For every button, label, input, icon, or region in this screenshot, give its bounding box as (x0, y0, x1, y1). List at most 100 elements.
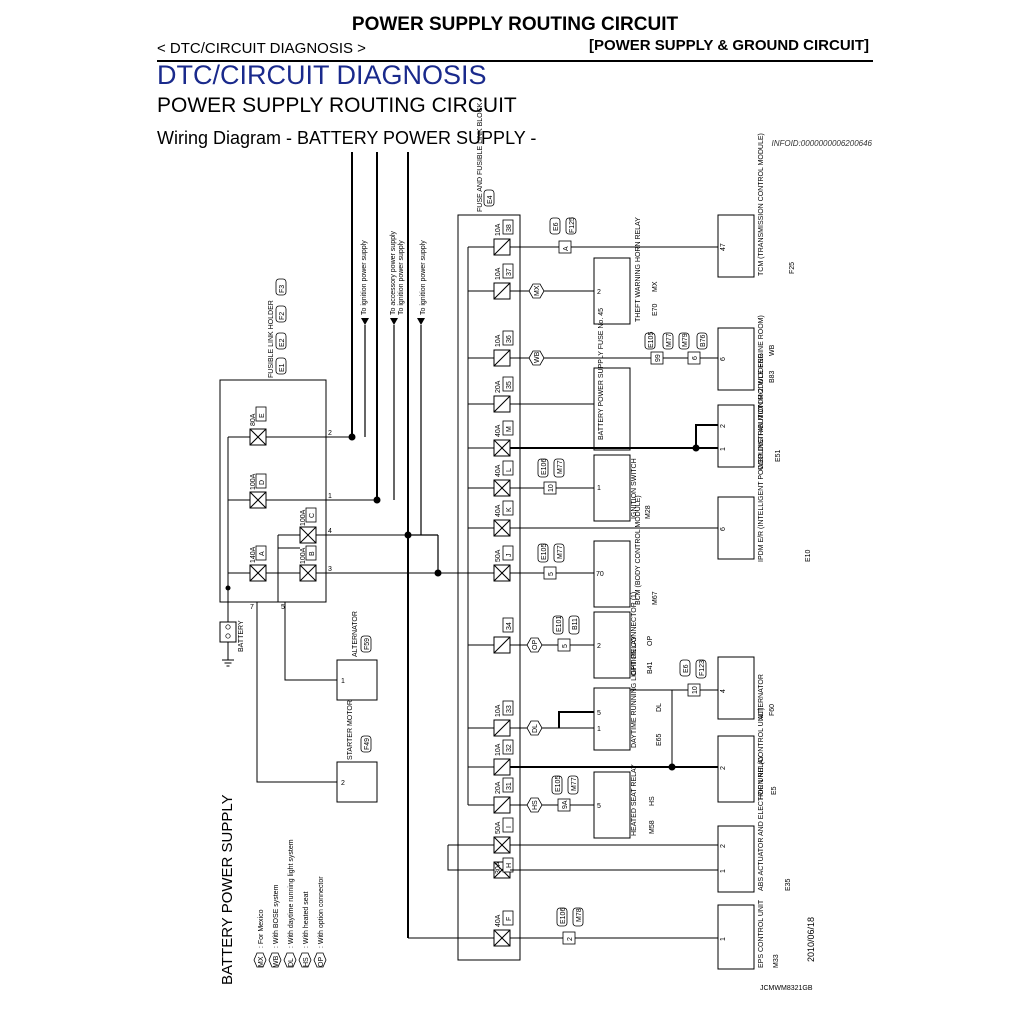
inline-pin: 2 (567, 937, 574, 941)
alternator-connector: F59 (364, 638, 371, 650)
fuse-id: I (506, 826, 513, 828)
arrow-heads (361, 318, 425, 325)
top-title: POWER SUPPLY ROUTING CIRCUIT (351, 14, 679, 35)
inline-conn: E105 (555, 776, 562, 792)
legend-text: : With option connector (318, 876, 325, 948)
right-components (717, 214, 755, 970)
connector-f2: F2 (279, 312, 286, 320)
fuse-id: F (506, 917, 513, 921)
supply-label: To ignition power supply (398, 240, 405, 315)
pin: 5 (281, 604, 285, 611)
output-wires (510, 246, 718, 939)
alt-right-label: ALTERNATOR (758, 674, 765, 720)
fuse-id: 31 (506, 782, 513, 790)
fuse-id: H (506, 863, 513, 868)
fuse-amp: 50A (495, 549, 502, 562)
horn-conn: E5 (771, 786, 778, 795)
tcm-label: TCM (TRANSMISSION CONTROL MODULE) (758, 133, 765, 276)
legend-text: : With heated seat (303, 892, 310, 948)
fuse-id: 33 (506, 705, 513, 713)
cooling-pin: 2 (720, 424, 727, 428)
fuse-amp: 20A (495, 781, 502, 794)
fuse-id: L (506, 468, 513, 472)
inline-pin: 6 (692, 356, 699, 360)
seat-pin: 5 (597, 803, 601, 810)
legend-code: OP (318, 957, 325, 967)
woofer-pin: 6 (720, 357, 727, 361)
drl-label: DAYTIME RUNNING LIGHT RELAY (631, 636, 638, 748)
fuse-id: 34 (506, 622, 513, 630)
connector-e1: E1 (279, 363, 286, 372)
supply-label: To accessory power supply (390, 230, 397, 315)
bcm-label: BCM (BODY CONTROL MODULE) (635, 495, 642, 605)
option-code: HS (532, 800, 539, 810)
fuse-amp: 10A (495, 743, 502, 756)
breadcrumb[interactable]: < DTC/CIRCUIT DIAGNOSIS > (157, 40, 366, 57)
inline-conn: M79 (682, 333, 689, 347)
inline-conn: B76 (700, 334, 707, 347)
drl-pin: 1 (597, 726, 601, 733)
pin: 7 (250, 604, 254, 611)
cooling-conn: E51 (775, 449, 782, 462)
seat-conn: M58 (649, 820, 656, 834)
pin: 2 (328, 430, 332, 437)
fuse-amp: 10A (495, 704, 502, 717)
fuse-id: 36 (506, 335, 513, 343)
link-id: E (259, 413, 266, 418)
alternator-left: 1 ALTERNATOR F59 (284, 602, 378, 701)
inline-pin: 99 (655, 354, 662, 362)
info-id: INFOID:0000000006200646 (771, 139, 872, 148)
eps-pin: 1 (720, 937, 727, 941)
ignition-label: IGNITION SWITCH (631, 458, 638, 519)
cooling-pin: 1 (720, 447, 727, 451)
legend-text: : For Mexico (258, 909, 265, 948)
inline-conn: E105 (541, 544, 548, 560)
fuse-id: J (506, 554, 513, 558)
bcm-pin: 70 (596, 571, 604, 578)
fuse-amp: 40A (495, 504, 502, 517)
link-amp: 140A (250, 546, 257, 563)
fusible-link-holder: FUSIBLE LINK HOLDER E1 E2 F2 F3 (219, 278, 462, 611)
inline-conn: E105 (648, 332, 655, 348)
woofer-label: WOOFER (758, 354, 765, 386)
theft-code: MX (652, 281, 659, 292)
inline-conn: E6 (683, 664, 690, 673)
battery: BATTERY (219, 602, 245, 667)
diagram-title: Wiring Diagram - BATTERY POWER SUPPLY - (157, 128, 537, 148)
fuse-id: K (506, 507, 513, 512)
abs-pin: 2 (720, 844, 727, 848)
section-tag: [POWER SUPPLY & GROUND CIRCUIT] (588, 37, 869, 54)
fuse-amp: 50A (495, 821, 502, 834)
inline-conn: E106 (541, 459, 548, 475)
inline-pin: 9A (562, 800, 569, 809)
inline-conn: B11 (572, 618, 579, 630)
inline-conn: M77 (557, 545, 564, 559)
woofer-code: WB (769, 344, 776, 356)
ignition-conn: M28 (645, 505, 652, 519)
fuse-block-connector: E4 (487, 195, 494, 204)
tcm-conn: F25 (789, 262, 796, 274)
drl-pin: 5 (597, 710, 601, 717)
holder-label: FUSIBLE LINK HOLDER (268, 300, 275, 378)
abs-conn: E35 (785, 878, 792, 891)
pin: 1 (328, 493, 332, 500)
inline-conn: E101 (556, 616, 563, 632)
tcm-pin: 47 (720, 243, 727, 251)
abs-pin: 1 (720, 869, 727, 873)
diagram-date: 2010/06/18 (806, 917, 816, 962)
side-title: BATTERY POWER SUPPLY (219, 794, 236, 985)
horn-label: HORN RELAY (758, 755, 765, 800)
legend-text: : With daytime running light system (288, 839, 295, 948)
fuse-amp: 40A (495, 424, 502, 437)
sub-title: POWER SUPPLY ROUTING CIRCUIT (157, 94, 517, 117)
supply-branches (364, 325, 422, 535)
theft-pin: 2 (597, 289, 601, 296)
section-title: DTC/CIRCUIT DIAGNOSIS (157, 60, 487, 90)
legend-text: : With BOSE system (273, 884, 280, 948)
fuse-id: 38 (506, 224, 513, 232)
pin: 4 (328, 528, 332, 535)
seat-code: HS (649, 796, 656, 806)
ipdm-conn: E10 (805, 549, 812, 562)
inline-conn: M77 (557, 460, 564, 474)
